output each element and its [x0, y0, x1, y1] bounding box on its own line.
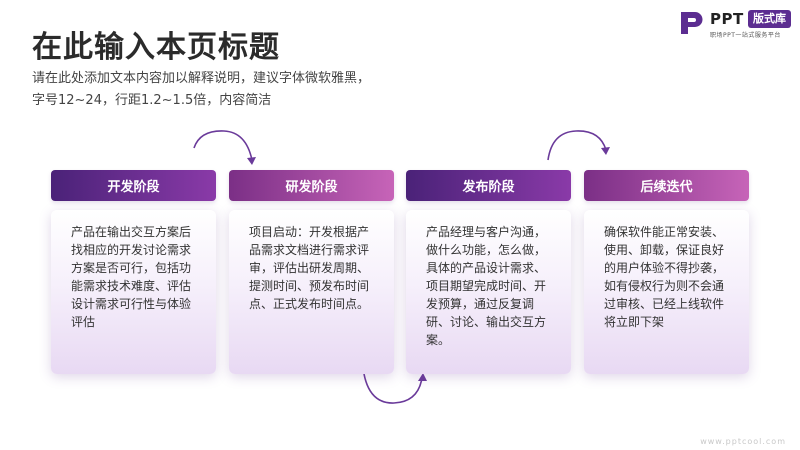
logo-word: PPT	[710, 10, 744, 28]
stage-description: 产品在输出交互方案后找相应的开发讨论需求方案是否可行，包括功能需求技术难度、评估…	[71, 225, 192, 329]
stage-header-iteration[interactable]: 后续迭代	[584, 170, 749, 201]
stage-label: 开发阶段	[107, 180, 160, 195]
stage-label: 研发阶段	[285, 180, 338, 195]
arc-arrow-icon	[547, 130, 610, 161]
stage-card-iteration: 确保软件能正常安装、使用、卸载，保证良好的用户体验不得抄袭，如有侵权行为则不会通…	[584, 210, 749, 374]
page-subtitle: 请在此处添加文本内容加以解释说明，建议字体微软雅黑， 字号12~24，行距1.2…	[32, 68, 472, 112]
stage-card-dev: 产品在输出交互方案后找相应的开发讨论需求方案是否可行，包括功能需求技术难度、评估…	[51, 210, 216, 374]
stage-description: 产品经理与客户沟通，做什么功能，怎么做，具体的产品设计需求、项目期望完成时间、开…	[426, 225, 547, 347]
logo-p-icon	[681, 12, 703, 34]
stage-label: 后续迭代	[640, 180, 693, 195]
stage-header-rd[interactable]: 研发阶段	[229, 170, 394, 201]
stage-card-release: 产品经理与客户沟通，做什么功能，怎么做，具体的产品设计需求、项目期望完成时间、开…	[406, 210, 571, 374]
page-title: 在此输入本页标题	[32, 30, 280, 65]
stage-header-release[interactable]: 发布阶段	[406, 170, 571, 201]
footer-url[interactable]: www.pptcool.com	[700, 437, 786, 446]
subtitle-line-2: 字号12~24，行距1.2~1.5倍，内容简洁	[32, 93, 272, 108]
stage-description: 确保软件能正常安装、使用、卸载，保证良好的用户体验不得抄袭，如有侵权行为则不会通…	[604, 225, 725, 329]
stage-card-rd: 项目启动：开发根据产品需求文档进行需求评审，评估出研发周期、提测时间、预发布时间…	[229, 210, 394, 374]
arc-arrow-icon	[193, 130, 256, 165]
subtitle-line-1: 请在此处添加文本内容加以解释说明，建议字体微软雅黑，	[32, 71, 371, 86]
brand-logo[interactable]: PPT 版式库 职场PPT一站式服务平台	[678, 9, 796, 39]
stage-label: 发布阶段	[462, 180, 515, 195]
logo-tagline: 职场PPT一站式服务平台	[710, 32, 781, 39]
arc-arrow-icon	[363, 373, 427, 404]
logo-pill: 版式库	[748, 10, 791, 28]
stage-description: 项目启动：开发根据产品需求文档进行需求评审，评估出研发周期、提测时间、预发布时间…	[249, 225, 370, 311]
stage-header-dev[interactable]: 开发阶段	[51, 170, 216, 201]
